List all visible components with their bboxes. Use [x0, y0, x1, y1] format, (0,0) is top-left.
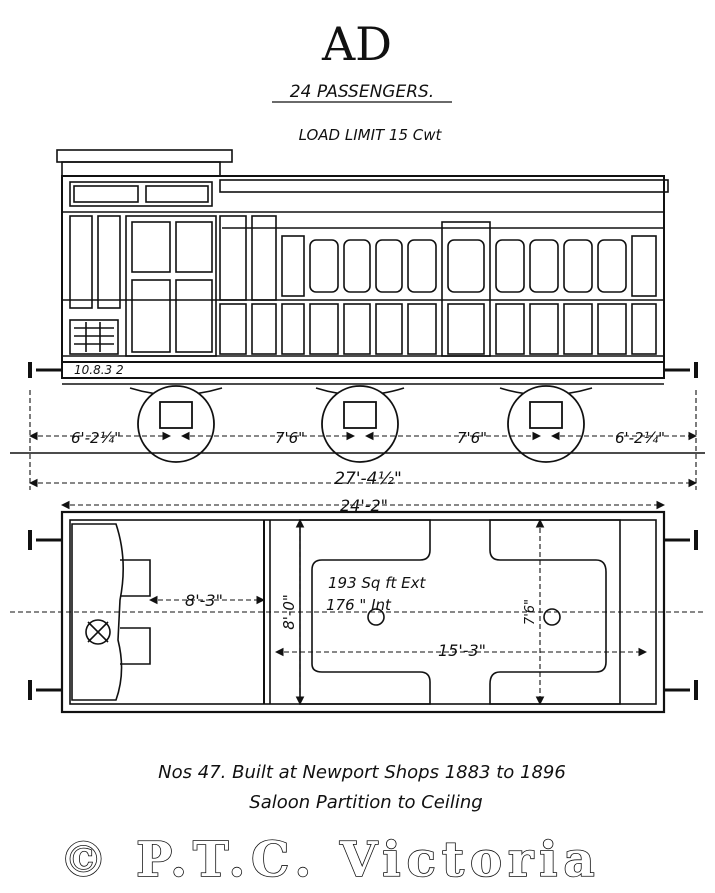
plan-dimensions	[10, 500, 705, 706]
area-ext-label: 193 Sq ft Ext	[328, 574, 426, 592]
dim-end-right: 6'-2¼"	[615, 429, 665, 447]
saloon-windows	[281, 221, 657, 357]
dim-saloon-length: 8'-3"	[185, 591, 223, 610]
brake-wheel-icon	[85, 619, 111, 645]
dim-overall: 27'-4½"	[334, 469, 402, 489]
dim-floor-length: 15'-3"	[438, 641, 486, 660]
door-1	[125, 215, 217, 357]
floor-outline	[299, 519, 431, 705]
raised-roof	[56, 149, 233, 163]
area-int-label: 176 " Int	[326, 596, 392, 614]
load-limit-label: LOAD LIMIT 15 Cwt	[299, 126, 443, 144]
partition-note: Saloon Partition to Ceiling	[249, 792, 482, 813]
wheel-3	[507, 385, 585, 463]
carriage-body	[61, 175, 665, 363]
wheel-2	[321, 385, 399, 463]
vehicle-numbers-note: Nos 47. Built at Newport Shops 1883 to 1…	[158, 762, 566, 783]
side-dimensions	[28, 390, 698, 490]
buffers-plan	[28, 530, 698, 700]
wheel-1	[137, 385, 215, 463]
lower-panels	[281, 303, 657, 355]
dim-wheelbase-2: 7'6"	[457, 429, 487, 447]
dim-wheelbase-1: 7'6"	[275, 429, 305, 447]
copyright-watermark: © P.T.C. Victoria	[59, 832, 600, 888]
class-code-title: AD	[321, 17, 392, 71]
side-elevation	[28, 149, 698, 396]
solebar	[61, 361, 665, 379]
dim-centre: 7'6"	[523, 599, 538, 625]
buffers-side	[28, 362, 698, 378]
body-mark: 10.8.3 2	[74, 363, 124, 377]
end-seat	[71, 523, 124, 701]
dim-width: 8'-0"	[280, 594, 298, 630]
capacity-label: 24 PASSENGERS.	[290, 82, 434, 102]
wheels	[137, 385, 585, 463]
door-2	[441, 221, 491, 357]
main-roof	[219, 179, 669, 193]
dim-end-left: 6'-2¼"	[71, 429, 121, 447]
ventilator-grille	[69, 319, 119, 355]
dim-body-length: 24'-2"	[340, 496, 388, 515]
